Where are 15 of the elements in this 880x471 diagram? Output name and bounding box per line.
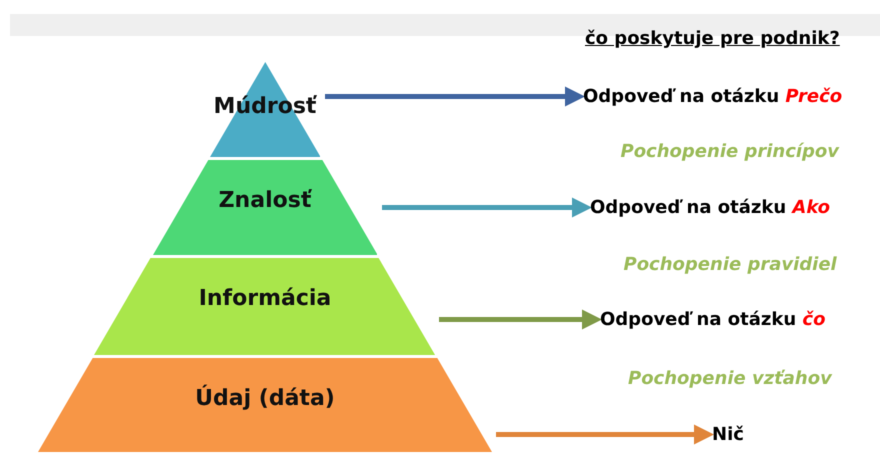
level-label: Informácia <box>198 286 332 311</box>
arrow <box>382 198 592 218</box>
understanding-note: Pochopenie vzťahov <box>628 368 832 389</box>
arrow <box>439 310 602 330</box>
understanding-note: Pochopenie pravidiel <box>624 254 837 275</box>
understanding-note: Pochopenie princípov <box>620 141 840 162</box>
answer-text: Odpoveď na otázku Ako <box>590 197 830 218</box>
answer-text: Odpoveď na otázku čo <box>600 309 826 330</box>
column-heading: čo poskytuje pre podnik? <box>585 28 840 49</box>
answer-text: Nič <box>712 424 744 445</box>
arrow <box>325 86 585 106</box>
arrow <box>496 424 714 444</box>
level-label: Znalosť <box>218 188 312 213</box>
level-label: Údaj (dáta) <box>195 386 335 411</box>
answer-text: Odpoveď na otázku Prečo <box>583 86 842 107</box>
